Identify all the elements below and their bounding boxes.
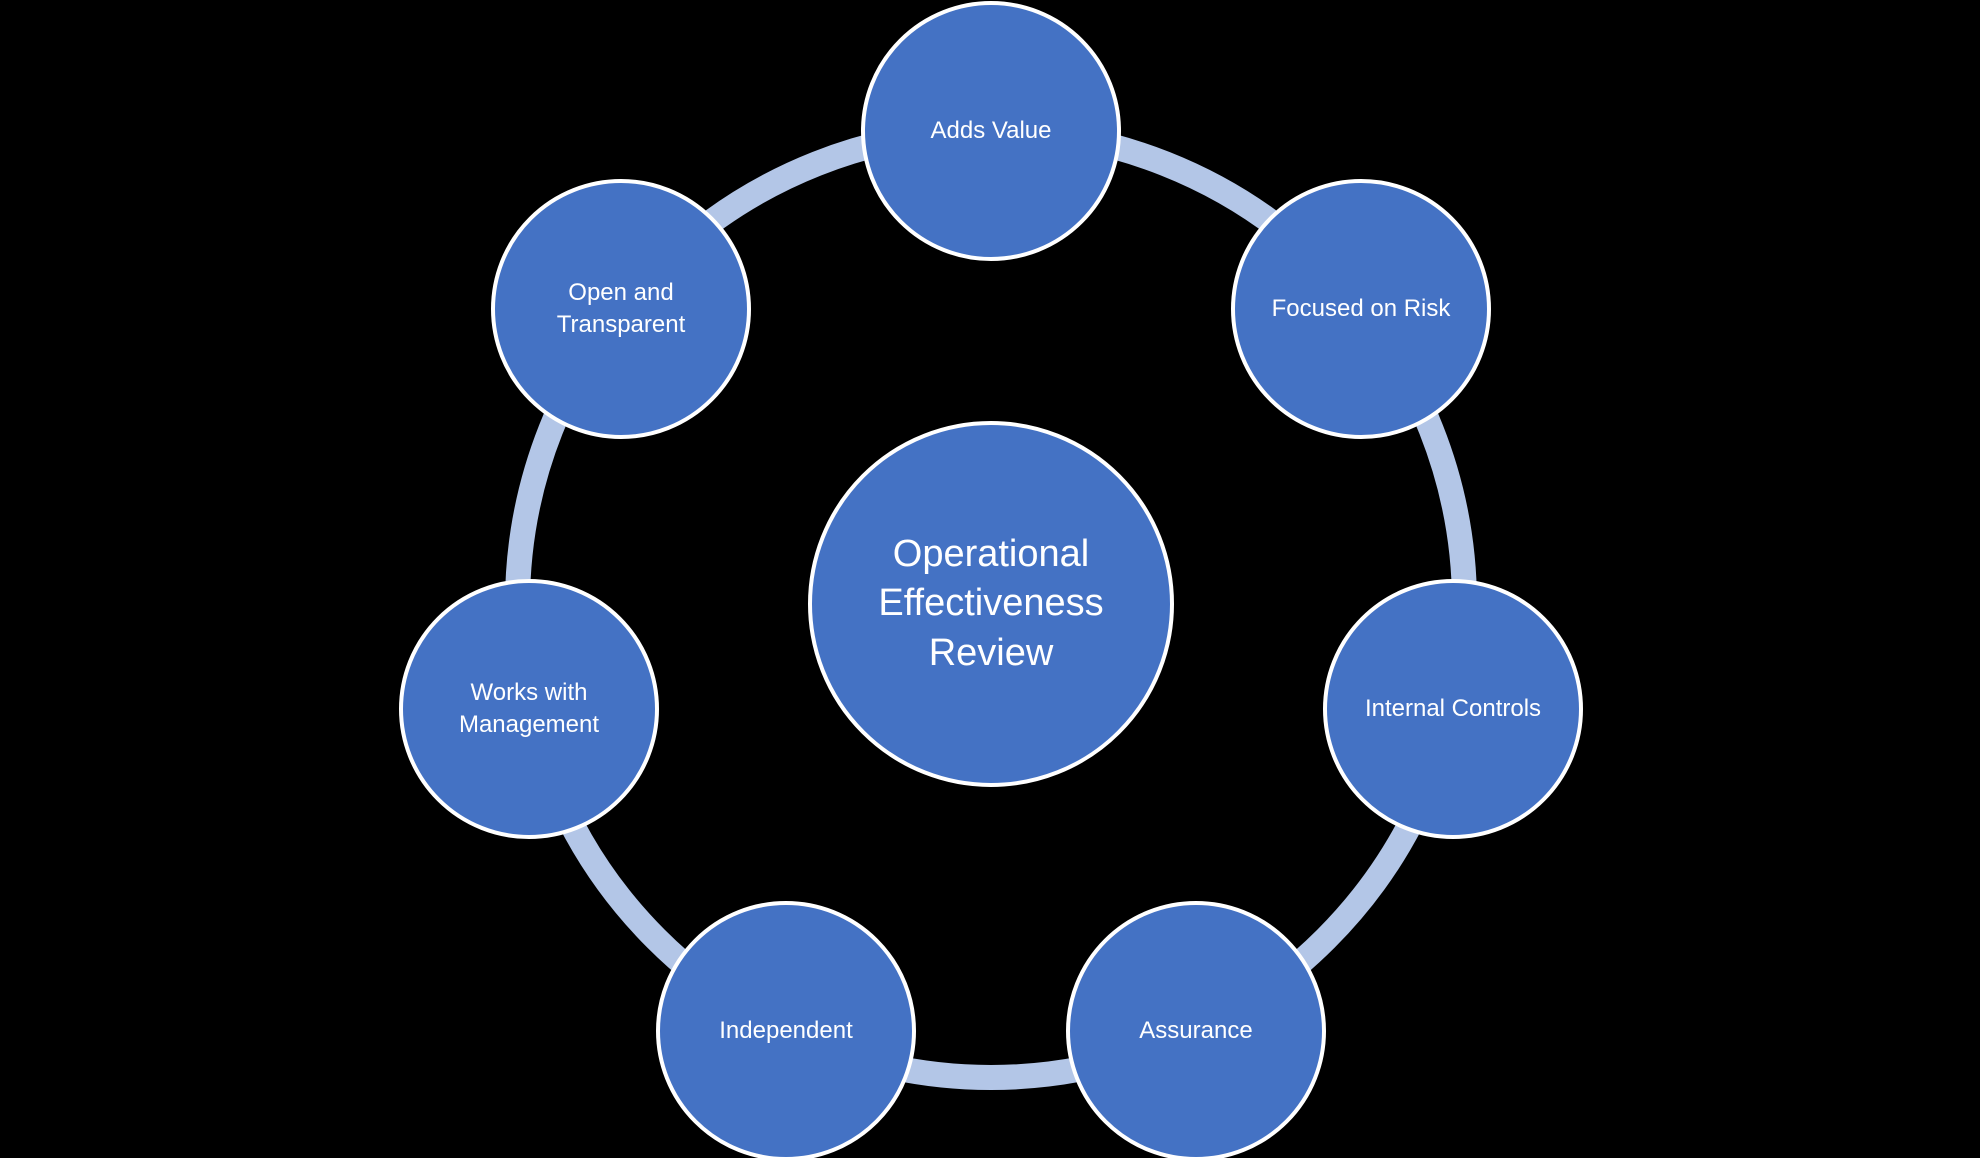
node-label-works-with-management: Works with Management [458,678,600,738]
node-focused-on-risk: Focused on Risk [1231,179,1491,439]
node-label-independent: Independent [719,1016,853,1044]
node-label-adds-value: Adds Value [930,116,1052,144]
node-works-with-management: Works with Management [399,579,659,839]
node-center-operational-effectiveness-review: Operational Effectiveness Review [808,421,1174,787]
node-adds-value: Adds Value [861,1,1121,261]
node-open-and-transparent: Open and Transparent [491,179,751,439]
node-label-open-and-transparent: Open and Transparent [556,278,686,338]
node-label-focused-on-risk: Focused on Risk [1271,294,1451,322]
node-label-assurance: Assurance [1139,1016,1253,1044]
node-internal-controls: Internal Controls [1323,579,1583,839]
node-independent: Independent [656,901,916,1158]
node-assurance: Assurance [1066,901,1326,1158]
node-label-internal-controls: Internal Controls [1364,694,1542,722]
center-node-label: Operational Effectiveness Review [878,532,1104,674]
